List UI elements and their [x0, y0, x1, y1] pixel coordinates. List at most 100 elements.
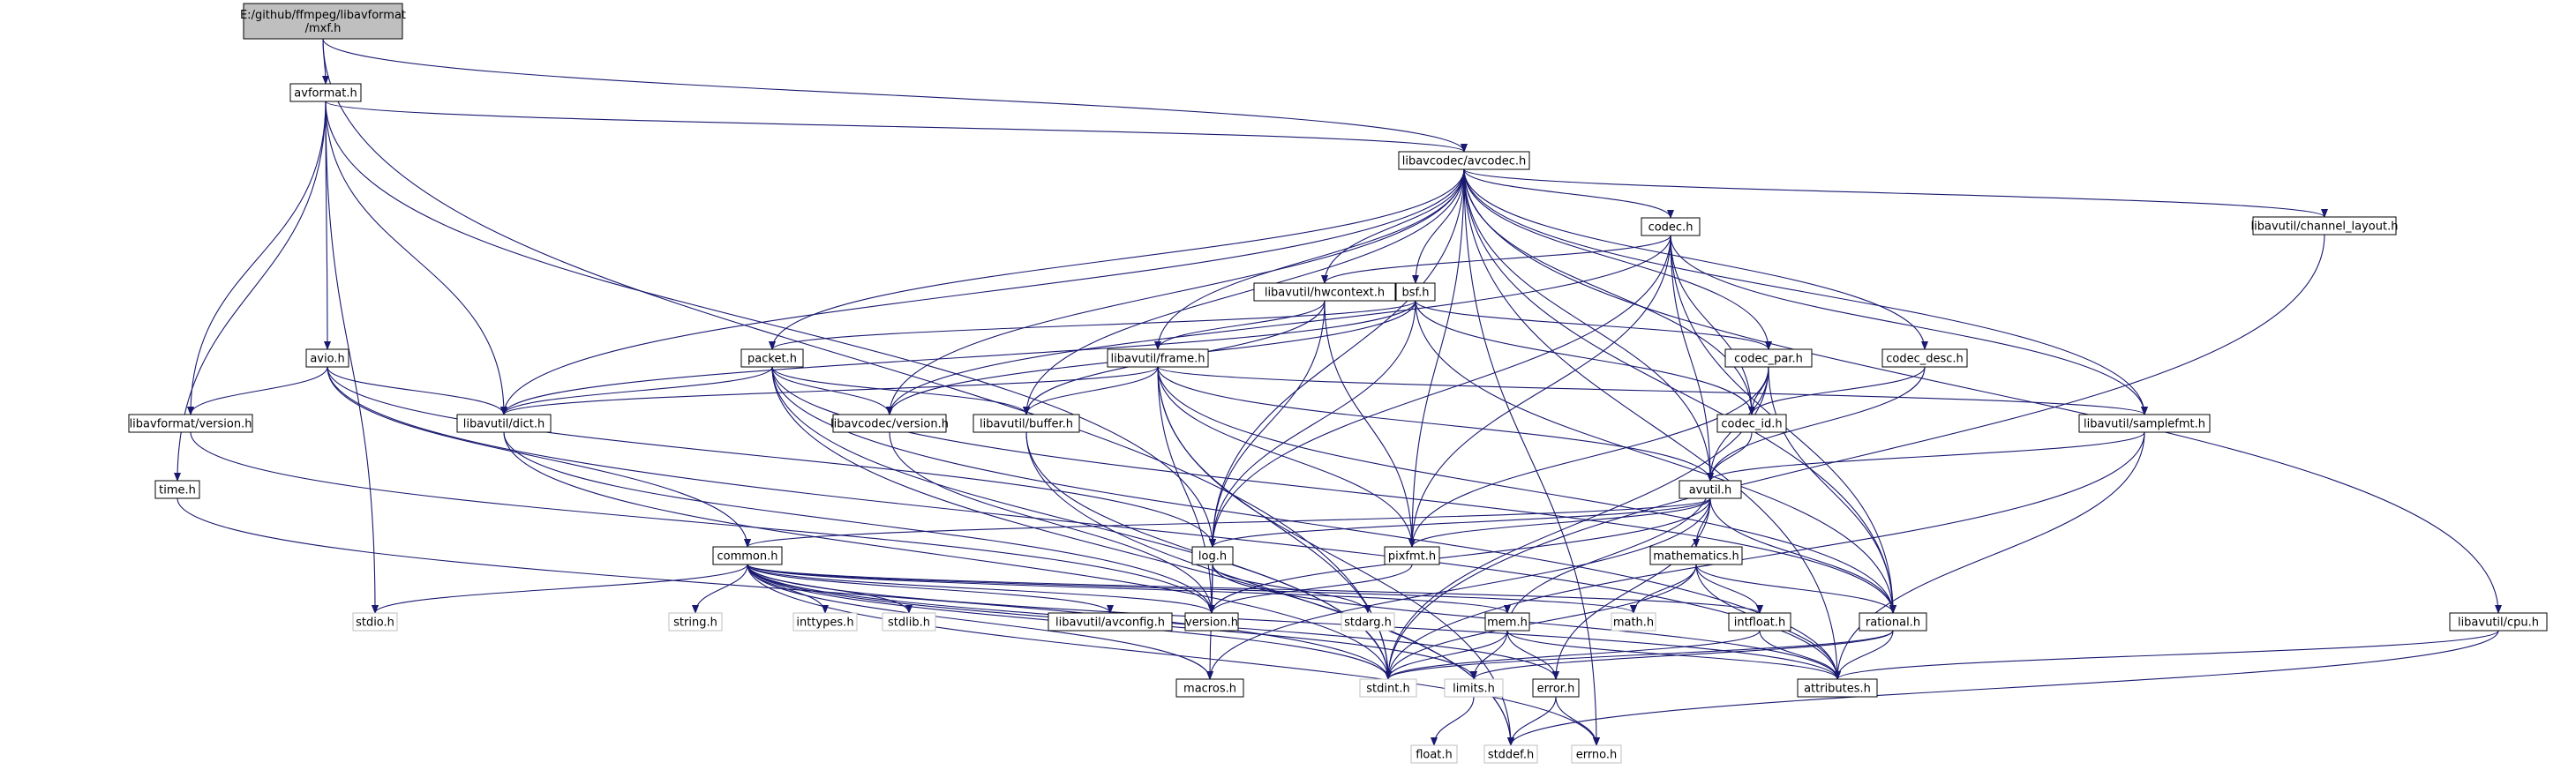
node-box	[1395, 282, 1436, 302]
node-label: time.h	[159, 484, 196, 497]
node-box	[740, 348, 804, 368]
node-pixfmt[interactable]: pixfmt.h	[1384, 546, 1440, 565]
node-label: version.h	[1185, 617, 1238, 630]
edge-avcodec-to-hwcontext	[1321, 168, 1465, 284]
node-codecversion[interactable]: libavcodec/version.h	[830, 414, 949, 433]
node-hwcontext[interactable]: libavutil/hwcontext.h	[1253, 282, 1396, 302]
node-label: avutil.h	[1689, 484, 1732, 497]
edge-mathematics-to-rational	[1695, 564, 1896, 614]
edge-codecpar-to-pixfmt	[1408, 366, 1769, 548]
edge-mem-to-avutil	[1506, 480, 1714, 632]
edge-mem-to-error	[1506, 630, 1559, 680]
node-box	[1048, 612, 1173, 632]
edge-frame-to-dict	[500, 366, 1159, 415]
node-label: rational.h	[1866, 617, 1920, 630]
node-intfloat[interactable]: intfloat.h	[1728, 612, 1791, 632]
edge-rational-to-stdint	[1385, 630, 1894, 680]
edge-avcodec-to-codec	[1463, 168, 1674, 219]
node-dict[interactable]: libavutil/dict.h	[456, 414, 552, 433]
node-box	[1384, 546, 1440, 565]
node-macros[interactable]: macros.h	[1175, 678, 1244, 698]
node-avconfig[interactable]: libavutil/avconfig.h	[1048, 612, 1173, 632]
edge-hwcontext-to-log	[1209, 300, 1326, 548]
node-mem[interactable]: mem.h	[1484, 612, 1530, 632]
edge-avcodec-to-cpu	[1463, 168, 2502, 614]
edge-codec-to-samplefmt	[1670, 235, 2148, 415]
node-codecid[interactable]: codec_id.h	[1716, 414, 1787, 433]
node-common[interactable]: common.h	[712, 546, 783, 565]
node-mathematics[interactable]: mathematics.h	[1649, 546, 1743, 565]
node-box	[792, 612, 858, 632]
edge-avutil-to-pixfmt	[1408, 497, 1711, 548]
node-frame[interactable]: libavutil/frame.h	[1107, 348, 1209, 368]
edge-avutil-to-log	[1209, 497, 1711, 548]
node-label: error.h	[1537, 683, 1575, 696]
node-float: float.h	[1410, 744, 1458, 764]
node-avcodec[interactable]: libavcodec/avcodec.h	[1398, 151, 1530, 170]
node-avio[interactable]: avio.h	[305, 348, 349, 368]
node-samplefmt[interactable]: libavutil/samplefmt.h	[2078, 414, 2211, 433]
node-label: string.h	[673, 617, 717, 630]
node-codecpar[interactable]: codec_par.h	[1724, 348, 1813, 368]
node-attributes[interactable]: attributes.h	[1797, 678, 1878, 698]
node-box	[305, 348, 349, 368]
node-box	[1728, 612, 1791, 632]
edge-avutil-to-macros	[1206, 497, 1711, 680]
node-box	[1724, 348, 1813, 368]
node-time[interactable]: time.h	[154, 480, 200, 499]
node-box	[1679, 480, 1742, 499]
node-box	[1410, 744, 1458, 764]
node-label: mem.h	[1487, 617, 1528, 630]
node-string: string.h	[668, 612, 723, 632]
node-box	[1641, 217, 1701, 236]
node-box	[1716, 414, 1787, 433]
node-label: avformat.h	[294, 87, 357, 101]
edge-limits-to-float	[1431, 696, 1475, 746]
edge-mxf-to-stdint	[322, 38, 1392, 680]
node-buffer[interactable]: libavutil/buffer.h	[973, 414, 1080, 433]
node-stdlib: stdlib.h	[882, 612, 936, 632]
node-chlayout[interactable]: libavutil/channel_layout.h	[2251, 216, 2399, 235]
node-avformat[interactable]: avformat.h	[289, 83, 362, 102]
node-box	[1341, 612, 1395, 632]
node-box	[712, 546, 783, 565]
edge-avio-to-log	[327, 366, 1216, 548]
node-label: errno.h	[1576, 749, 1618, 762]
edge-dict-to-version	[503, 431, 1215, 614]
edge-hwcontext-to-pixfmt	[1324, 300, 1416, 548]
node-packet[interactable]: packet.h	[740, 348, 804, 368]
node-mxf[interactable]: E:/github/ffmpeg/libavformat/mxf.h	[240, 3, 406, 40]
edge-frame-to-version	[1157, 366, 1215, 614]
node-label: E:/github/ffmpeg/libavformat	[240, 9, 406, 22]
node-label: codec_desc.h	[1886, 353, 1964, 366]
edge-hwcontext-to-frame	[1154, 300, 1326, 350]
node-label: common.h	[717, 550, 778, 564]
node-codec[interactable]: codec.h	[1641, 217, 1701, 236]
node-codecdesc[interactable]: codec_desc.h	[1881, 348, 1968, 368]
node-version[interactable]: version.h	[1184, 612, 1239, 632]
node-layer: E:/github/ffmpeg/libavformat/mxf.h avform…	[128, 3, 2548, 764]
edge-avformat-to-stdio	[325, 101, 379, 614]
node-error[interactable]: error.h	[1532, 678, 1580, 698]
node-avutil[interactable]: avutil.h	[1679, 480, 1742, 499]
node-box	[1107, 348, 1209, 368]
node-cpu[interactable]: libavutil/cpu.h	[2449, 612, 2548, 632]
edge-avutil-to-mathematics	[1693, 497, 1711, 548]
node-box	[243, 3, 403, 40]
edge-avformat-to-log	[325, 101, 1216, 548]
node-label: pixfmt.h	[1388, 550, 1436, 564]
node-label: stdio.h	[356, 617, 394, 630]
node-label: libavutil/cpu.h	[2458, 617, 2539, 630]
edge-codec-to-log	[1209, 235, 1671, 548]
edge-common-to-mem	[747, 564, 1511, 614]
node-log[interactable]: log.h	[1191, 546, 1234, 565]
edge-avcodec-to-dict	[500, 168, 1465, 415]
node-label: libavutil/channel_layout.h	[2251, 221, 2399, 234]
node-rational[interactable]: rational.h	[1859, 612, 1927, 632]
node-box	[1253, 282, 1396, 302]
node-bsf[interactable]: bsf.h	[1395, 282, 1436, 302]
edge-common-to-string	[692, 564, 748, 614]
node-fmtversion[interactable]: libavformat/version.h	[128, 414, 253, 433]
edge-rational-to-attributes	[1834, 630, 1894, 680]
